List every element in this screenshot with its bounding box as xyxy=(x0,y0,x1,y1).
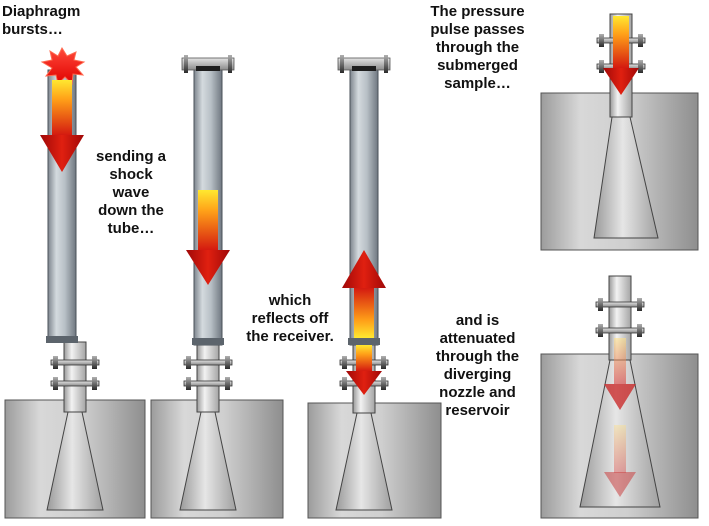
bolt xyxy=(53,377,58,390)
bolt xyxy=(342,377,347,390)
bolt xyxy=(92,377,97,390)
diaphragm-plate xyxy=(196,66,220,71)
arrow-head-down-faded xyxy=(604,384,636,410)
caption-attenuated: and is attenuated through the diverging … xyxy=(435,312,520,419)
bolt xyxy=(384,55,388,73)
arrow-head-down xyxy=(40,135,84,172)
pipe-flange xyxy=(595,301,645,308)
arrow-shaft xyxy=(354,288,374,338)
bolt xyxy=(599,34,604,47)
bolt xyxy=(340,55,344,73)
bolt xyxy=(53,356,58,369)
pipe-flange xyxy=(50,359,100,366)
caption-diaphragm-bursts: Diaphragm bursts… xyxy=(2,3,81,38)
tube-collar xyxy=(348,338,380,345)
arrow-shaft-faded xyxy=(614,338,626,384)
bolt xyxy=(92,356,97,369)
tube-collar xyxy=(46,336,78,343)
arrow-shaft xyxy=(52,80,72,135)
pipe-flange xyxy=(595,327,645,334)
arrow-shaft xyxy=(356,345,372,371)
stage-1-burst xyxy=(4,46,146,519)
bolt xyxy=(638,60,643,73)
stage-5-attenuated xyxy=(540,275,699,519)
arrow-shaft xyxy=(198,190,218,250)
arrow-head-down xyxy=(186,250,230,285)
arrow-head-down xyxy=(603,68,639,95)
bolt xyxy=(342,356,347,369)
pipe-flange xyxy=(183,359,233,366)
bolt xyxy=(637,298,642,311)
bolt xyxy=(637,324,642,337)
bolt xyxy=(184,55,188,73)
stage-2-shock xyxy=(150,55,284,519)
caption-pressure-pulse: The pressure pulse passes through the su… xyxy=(430,3,525,92)
bolt xyxy=(599,60,604,73)
bolt xyxy=(225,356,230,369)
bolt xyxy=(598,298,603,311)
stage-3-reflect xyxy=(307,55,442,519)
caption-shock-wave: sending a shock wave down the tube… xyxy=(95,148,166,237)
arrow-shaft-faded xyxy=(614,425,626,473)
arrow-head-down-faded xyxy=(604,472,636,497)
pipe-flange xyxy=(50,380,100,387)
bolt xyxy=(638,34,643,47)
bolt xyxy=(186,356,191,369)
arrow-head-down xyxy=(346,371,382,395)
caption-reflects: which reflects off the receiver. xyxy=(246,292,334,345)
bolt xyxy=(381,356,386,369)
arrow-shaft xyxy=(613,16,629,68)
bolt xyxy=(228,55,232,73)
bolt xyxy=(186,377,191,390)
pipe-flange xyxy=(183,380,233,387)
bolt xyxy=(598,324,603,337)
receiver-pipe xyxy=(196,344,220,413)
tube-collar xyxy=(192,338,224,345)
receiver-pipe xyxy=(63,341,87,413)
bolt xyxy=(225,377,230,390)
arrow-head-up xyxy=(342,250,386,288)
bolt xyxy=(381,377,386,390)
diaphragm-plate xyxy=(352,66,376,71)
stage-4-pressure xyxy=(540,13,699,251)
burst-icon xyxy=(40,46,86,86)
